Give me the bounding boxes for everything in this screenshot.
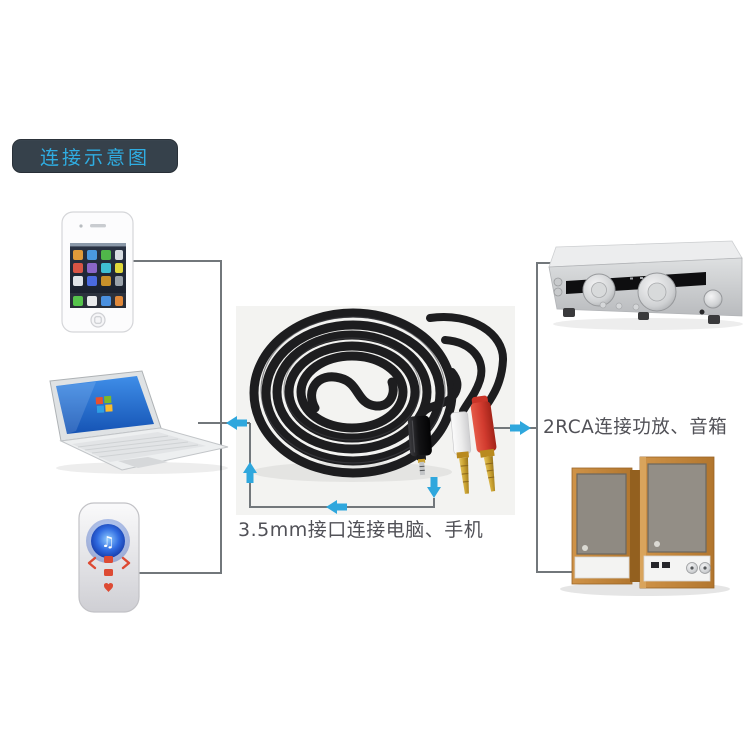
line-left-devices: [130, 260, 222, 574]
speaker-left-grille: [576, 473, 627, 555]
mp3-play-button: [104, 556, 113, 563]
line-right-devices: [536, 262, 572, 573]
laptop: [49, 370, 229, 474]
mp3-next-button: [121, 556, 131, 570]
amplifier: [548, 240, 743, 330]
iphone-earpiece: [90, 224, 106, 228]
rca-plug-red: [470, 395, 497, 492]
mp3-heart-button: [103, 583, 114, 592]
cable-photo: [236, 306, 515, 515]
iphone: [61, 211, 134, 333]
coiled-cable: [249, 308, 508, 478]
speaker-right-grille: [647, 463, 707, 553]
flow-arrows: [226, 416, 531, 514]
label-35mm-connection: 3.5mm接口连接电脑、手机: [238, 519, 484, 541]
laptop-screen: [56, 376, 154, 434]
amplifier-power-button: [553, 277, 563, 287]
label-2rca-connection: 2RCA连接功放、音箱: [543, 417, 728, 438]
amplifier-foot-mid: [638, 312, 649, 320]
iphone-home-button: [90, 312, 106, 328]
speaker-right: [639, 456, 715, 589]
laptop-trackpad: [118, 457, 168, 468]
mp3-prev-button: [87, 556, 97, 570]
iphone-camera-dot: [79, 224, 83, 228]
iphone-app-icons: [70, 250, 126, 308]
jack-3-5mm-plug: [407, 415, 432, 476]
amplifier-foot-left: [563, 308, 575, 317]
speaker-left-logo: [582, 545, 588, 551]
arrow-left-on-bottom-line: [326, 500, 347, 514]
speaker-input-port-2: [662, 562, 670, 568]
mp3-display-glow: [91, 524, 125, 558]
speaker-right-logo: [654, 541, 660, 547]
speaker-input-port-1: [651, 562, 659, 568]
mp3-player: ♫: [78, 502, 140, 613]
amplifier-phones-jack: [699, 309, 705, 315]
arrow-up-to-laptop: [243, 462, 257, 483]
arrow-right-to-amp: [510, 421, 531, 435]
arrow-down-from-jack: [427, 477, 441, 498]
mp3-stop-button: [104, 569, 113, 576]
speaker-left: [571, 467, 640, 585]
amplifier-selector-knob: [703, 289, 723, 309]
arrow-left-to-laptop: [226, 416, 247, 430]
title-badge: 连接示意图: [12, 139, 178, 173]
amplifier-foot-right: [708, 315, 720, 324]
speakers: [560, 456, 730, 596]
mp3-controls: [87, 556, 131, 592]
windows-logo: [95, 395, 113, 413]
title-badge-label: 连接示意图: [39, 146, 150, 169]
speaker-left-panel: [574, 556, 630, 579]
amplifier-small-button: [553, 287, 563, 297]
rca-plug-white: [450, 411, 472, 494]
music-note-icon: ♫: [101, 533, 114, 551]
